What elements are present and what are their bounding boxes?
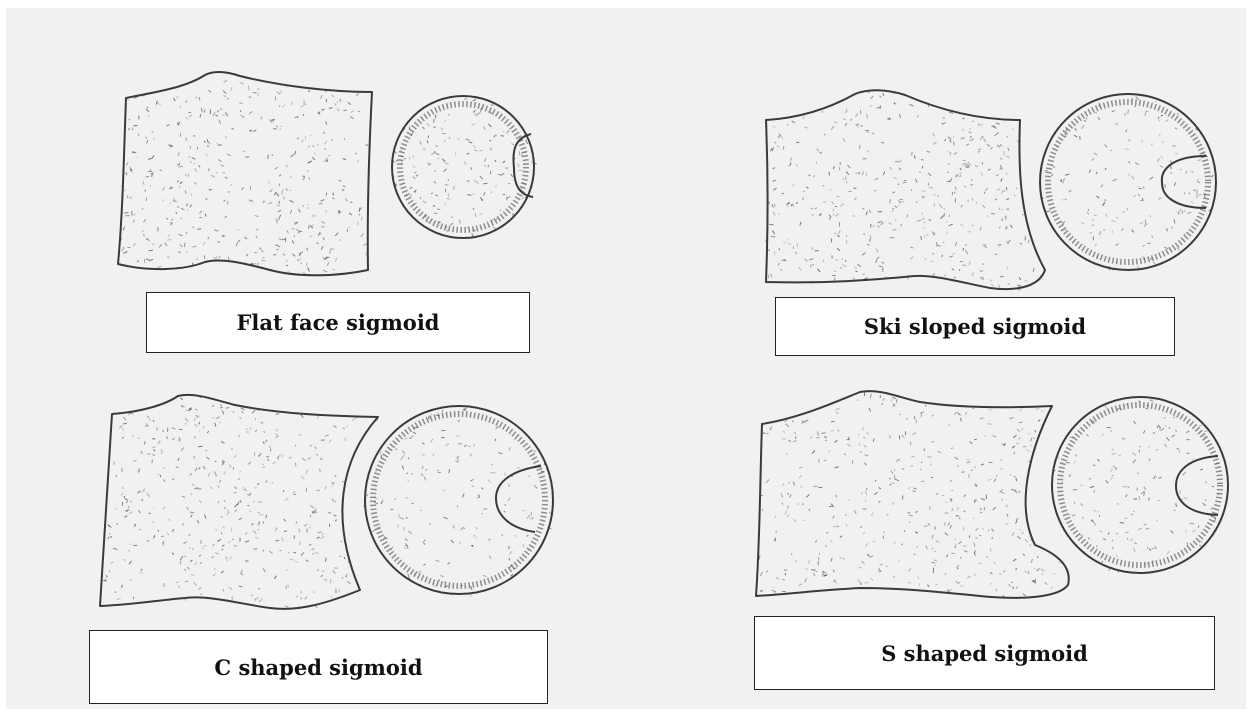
- caption-s-shaped: S shaped sigmoid: [881, 641, 1088, 666]
- caption-c-shaped: C shaped sigmoid: [214, 655, 422, 680]
- caption-box-ski-sloped: Ski sloped sigmoid: [775, 297, 1175, 356]
- caption-flat-face: Flat face sigmoid: [237, 310, 440, 335]
- caption-box-flat-face: Flat face sigmoid: [146, 292, 530, 353]
- caption-box-c-shaped: C shaped sigmoid: [89, 630, 548, 704]
- caption-box-s-shaped: S shaped sigmoid: [754, 616, 1215, 690]
- caption-ski-sloped: Ski sloped sigmoid: [864, 314, 1086, 339]
